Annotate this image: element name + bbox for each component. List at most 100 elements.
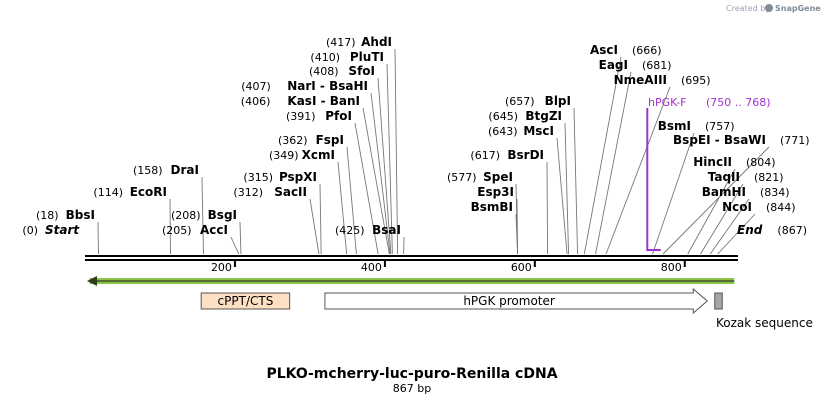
site-acci[interactable]: AccI (205) (162, 223, 240, 255)
site-bsai[interactable]: BsaI(425) (335, 223, 405, 255)
site-taqii[interactable]: TaqII (821) (700, 170, 784, 255)
site-xcmi[interactable]: XcmI(349) (269, 148, 348, 255)
site-asci[interactable]: AscI(666) (583, 43, 662, 255)
feature-label: cPPT/CTS (218, 294, 274, 308)
site-position: (645) (488, 110, 518, 123)
site-bspei-bsawi[interactable]: BspEI - BsaWI(771) (662, 133, 810, 255)
site-connector (605, 86, 671, 255)
site-esp3i[interactable]: Esp3I (477, 185, 519, 255)
site-position: (643) (488, 125, 518, 138)
site-connector (362, 107, 390, 255)
site-ecori[interactable]: EcoRI(114) (93, 185, 171, 255)
site-position: (657) (505, 95, 535, 108)
site-ahdi[interactable]: AhdI(417) (326, 35, 399, 255)
site-bamhi[interactable]: BamHI(834) (702, 185, 790, 255)
site-connector (652, 132, 695, 255)
site-position: (158) (133, 164, 163, 177)
primer-hpgk-f[interactable]: hPGK-F(750 .. 768) (646, 96, 771, 251)
site-connector (717, 213, 756, 255)
site-position: (205) (162, 224, 192, 237)
site-end[interactable]: (867)End (737, 223, 807, 237)
site-name: SacII (274, 185, 307, 199)
scale-tick-label: 400 (361, 261, 382, 274)
site-eagi[interactable]: EagI(681) (595, 58, 672, 255)
site-kasi-bani[interactable]: KasI - BanI(406) (241, 94, 390, 255)
feature-arrow (324, 287, 709, 315)
site-position: (312) (233, 186, 263, 199)
site-start[interactable]: (0) Start (22, 223, 80, 237)
site-name: XcmI (302, 148, 335, 162)
feature-hpgk-promoter[interactable]: hPGK promoter (324, 287, 709, 315)
site-fspi[interactable]: FspI(362) (278, 133, 357, 255)
feature-box (714, 292, 723, 310)
site-drai[interactable]: DraI(158) (133, 163, 204, 255)
site-position: (208) (171, 209, 201, 222)
site-connector (377, 77, 392, 255)
site-position: (804) (746, 156, 776, 169)
site-position: (867) (777, 224, 807, 237)
site-nmeaiii[interactable]: NmeAIII(695) (605, 73, 711, 255)
site-bbsi[interactable]: BbsI(18) (36, 208, 99, 255)
site-connector (201, 176, 204, 255)
site-position: (757) (705, 120, 735, 133)
credit-brand: SnapGene (775, 4, 821, 13)
site-hincii[interactable]: HincII(804) (687, 155, 776, 255)
map-title: PLKO-mcherry-luc-puro-Renilla cDNA (266, 366, 557, 382)
site-msci[interactable]: MscI(643) (488, 124, 568, 255)
site-pspxi[interactable]: PspXI(315) (243, 170, 322, 255)
site-position: (425) (335, 224, 365, 237)
site-position: (666) (632, 44, 662, 57)
site-bsgi[interactable]: BsgI(208) (171, 208, 242, 255)
site-bsrdi[interactable]: BsrDI(617) (470, 148, 549, 255)
site-connector (337, 161, 348, 255)
feature-kozak-sequence[interactable]: Kozak sequence (714, 292, 813, 330)
feature-label: hPGK promoter (463, 294, 555, 308)
site-connector (386, 63, 393, 255)
map-length: 867 bp (393, 382, 431, 395)
site-connector (346, 146, 357, 255)
site-position: (681) (642, 59, 672, 72)
site-nari-bsahi[interactable]: NarI - BsaHI (407) (241, 79, 391, 255)
site-blpi[interactable]: BlpI(657) (505, 94, 579, 255)
site-connector (556, 137, 568, 255)
site-name: FspI (316, 133, 344, 147)
orf-arrow-head (87, 276, 97, 286)
feature-cppt-cts[interactable]: cPPT/CTS (200, 292, 291, 310)
site-sacii[interactable]: SacII (312) (233, 185, 320, 255)
site-bsmbi[interactable]: BsmBI (471, 200, 519, 255)
site-position: (617) (470, 149, 500, 162)
site-ncoi[interactable]: NcoI(844) (717, 200, 796, 255)
site-name: PluTI (350, 50, 384, 64)
site-connector (239, 221, 242, 255)
site-bsmi[interactable]: BsmI(757) (652, 119, 735, 255)
site-name: PfoI (325, 109, 352, 123)
site-connector (687, 168, 736, 255)
site-name: TaqII (708, 170, 740, 184)
site-sfoi[interactable]: SfoI(408) (309, 64, 392, 255)
site-pfoi[interactable]: PfoI(391) (286, 109, 379, 255)
site-btgzi[interactable]: BtgZI(645) (488, 109, 570, 255)
site-position: (0) (22, 224, 38, 237)
site-name: EcoRI (130, 185, 167, 199)
site-pluti[interactable]: PluTI (410) (310, 50, 393, 255)
site-name: SfoI (348, 64, 375, 78)
site-connector (595, 71, 632, 255)
site-name: BbsI (66, 208, 95, 222)
site-name: AccI (200, 223, 228, 237)
feature-track: cPPT/CTS hPGK promoter Kozak sequence (87, 276, 813, 330)
site-position: (407) (241, 80, 271, 93)
site-position: (821) (754, 171, 784, 184)
site-name: NmeAIII (614, 73, 667, 87)
site-connector (662, 146, 770, 255)
orf-arrow[interactable] (87, 276, 735, 286)
feature-box (200, 292, 291, 310)
site-position: (577) (447, 171, 477, 184)
site-position: (410) (310, 51, 340, 64)
site-position: (417) (326, 36, 356, 49)
site-name: PspXI (279, 170, 317, 184)
site-connector (394, 48, 399, 255)
start-label: Start (45, 223, 80, 237)
site-name: NarI - BsaHI (287, 79, 368, 93)
